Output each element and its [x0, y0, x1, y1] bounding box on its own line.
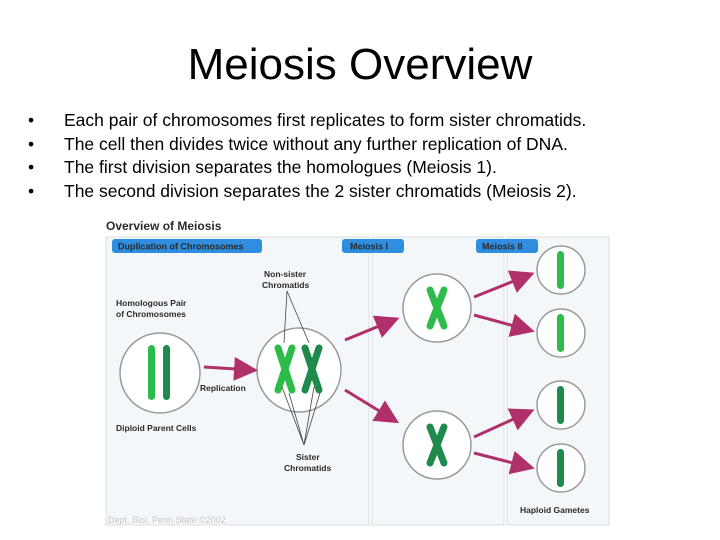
- chromosome-light: [148, 345, 155, 400]
- bullet-dot: •: [28, 109, 64, 133]
- header-meiosis-1-label: Meiosis I: [350, 242, 388, 252]
- gamete-chromosome: [557, 251, 564, 289]
- bullet-dot: •: [28, 156, 64, 180]
- replicated-cell: [257, 328, 341, 412]
- label-replication: Replication: [200, 383, 246, 393]
- label-haploid-gametes: Haploid Gametes: [520, 505, 590, 515]
- header-meiosis-2-label: Meiosis II: [482, 242, 523, 252]
- label-sister-chromatids: Chromatids: [284, 463, 332, 473]
- bullet-text: The second division separates the 2 sist…: [64, 180, 577, 204]
- gamete-chromosome: [557, 314, 564, 352]
- label-of-chromosomes: of Chromosomes: [116, 309, 186, 319]
- credit-text: Dept. Biol. Penn State ©2002: [108, 515, 226, 525]
- label-diploid-parent-cells: Diploid Parent Cells: [116, 423, 197, 433]
- meiosis-diagram: Overview of Meiosis Duplication of Chrom…: [104, 215, 614, 530]
- bullet-item: •The first division separates the homolo…: [28, 156, 708, 180]
- gamete-chromosome: [557, 449, 564, 487]
- label-homologous-pair: Homologous Pair: [116, 298, 187, 308]
- gamete-chromosome: [557, 386, 564, 424]
- bullet-item: •Each pair of chromosomes first replicat…: [28, 109, 708, 133]
- header-duplication-label: Duplication of Chromosomes: [118, 242, 244, 252]
- diagram-heading: Overview of Meiosis: [106, 219, 222, 233]
- bullet-text: The cell then divides twice without any …: [64, 133, 568, 157]
- parent-cell: [120, 333, 200, 413]
- bullet-dot: •: [28, 180, 64, 204]
- bullet-text: Each pair of chromosomes first replicate…: [64, 109, 586, 133]
- bullet-dot: •: [28, 133, 64, 157]
- slide-title: Meiosis Overview: [0, 40, 720, 90]
- bullet-list: •Each pair of chromosomes first replicat…: [28, 109, 708, 203]
- label-non-sister-chromatids: Chromatids: [262, 280, 310, 290]
- label-non-sister: Non-sister: [264, 269, 307, 279]
- label-sister: Sister: [296, 452, 320, 462]
- bullet-item: •The second division separates the 2 sis…: [28, 180, 708, 204]
- chromosome-dark: [163, 345, 170, 400]
- bullet-text: The first division separates the homolog…: [64, 156, 497, 180]
- bullet-item: •The cell then divides twice without any…: [28, 133, 708, 157]
